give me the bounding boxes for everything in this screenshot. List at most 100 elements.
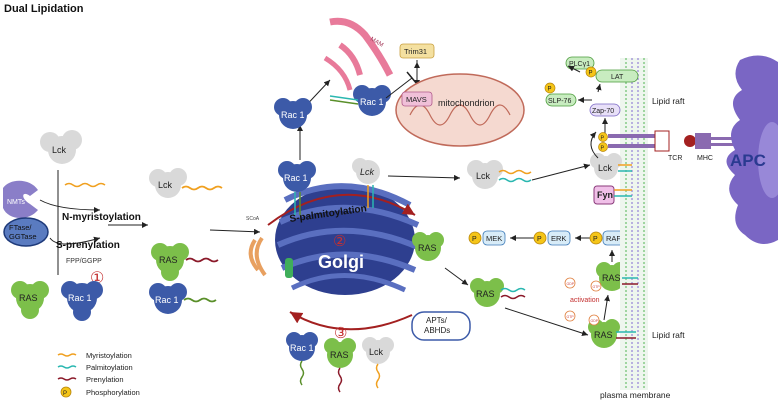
legend-prenylation: Prenylation <box>86 375 124 384</box>
lck-bottom: Lck <box>362 337 394 389</box>
rac1-prenylated: Rac 1 <box>149 283 217 314</box>
svg-text:GTP: GTP <box>567 315 575 319</box>
arrow-activation <box>603 294 611 321</box>
ras-bottom: RAS <box>324 338 356 393</box>
erk-box: P ERK <box>533 230 571 246</box>
golgi-label: Golgi <box>318 252 364 272</box>
rac1-top: Rac 1 <box>274 98 312 129</box>
myristoyl-chain-left <box>64 182 106 188</box>
svg-text:RAF: RAF <box>606 234 621 243</box>
svg-text:RAS: RAS <box>418 243 437 253</box>
legend-myristoylation: Myristoylation <box>86 351 132 360</box>
prenylation-arrow <box>49 236 101 245</box>
ras-palmitoylated: RAS <box>470 278 526 307</box>
svg-text:Lck: Lck <box>598 163 613 173</box>
rac1-golgi: Rac 1 <box>278 161 316 215</box>
rac1-bottom: Rac 1 <box>286 332 318 386</box>
svg-text:PLCγ1: PLCγ1 <box>569 61 590 68</box>
fyn-box: Fyn <box>593 185 632 205</box>
lck-golgi: Lck <box>352 158 380 208</box>
lck-myristoylated: Lck <box>149 168 223 198</box>
svg-text:NMTs: NMTs <box>7 199 25 206</box>
inhibition-bar <box>406 71 418 85</box>
nmt-enzyme: NMTs <box>3 180 38 219</box>
legend-palmitoylation: Palmitoylation <box>86 363 133 372</box>
svg-text:RAS: RAS <box>330 350 349 360</box>
lipid-raft-top-label: Lipid raft <box>652 96 685 106</box>
svg-text:Rac 1: Rac 1 <box>284 173 308 183</box>
arrow-to-golgi <box>209 228 261 235</box>
lipid-raft-bottom-label: Lipid raft <box>652 330 685 340</box>
zap70-box: Zap-70 <box>589 103 621 117</box>
svg-text:Lck: Lck <box>360 167 375 177</box>
svg-text:RAS: RAS <box>594 330 613 340</box>
svg-text:P: P <box>593 236 598 243</box>
svg-text:MAVS: MAVS <box>406 95 427 104</box>
arrow-lat-to-plc <box>567 65 581 73</box>
svg-text:Rac 1: Rac 1 <box>290 343 314 353</box>
ftase-label-1: FTase/ <box>9 223 32 232</box>
svg-text:Rac 1: Rac 1 <box>68 293 92 303</box>
scoa-label: SCoA <box>246 216 260 222</box>
svg-text:RAS: RAS <box>159 255 178 265</box>
ftase-label-2: GGTase <box>9 232 37 241</box>
svg-text:Trim31: Trim31 <box>404 47 427 56</box>
legend-prenylation-swatch <box>57 377 77 381</box>
mek-box: P MEK <box>468 230 506 246</box>
legend-palmitoylation-swatch <box>57 365 77 369</box>
gdp-gtp-icons: GDP GTP GTP GDP <box>564 277 602 326</box>
lck-blob-left: Lck <box>40 130 82 164</box>
mhc-molecule: MHC <box>684 133 741 162</box>
step2-marker: ② <box>333 233 346 250</box>
svg-text:SLP-76: SLP-76 <box>548 98 571 105</box>
svg-text:P: P <box>601 146 605 152</box>
pat-tubes <box>248 236 293 278</box>
arrow-lck-to-tcr <box>589 131 599 159</box>
arrow-ras-to-membrane <box>504 307 589 336</box>
svg-text:Rac 1: Rac 1 <box>281 110 305 120</box>
rac1-mam: Rac 1 <box>329 85 391 116</box>
svg-text:P: P <box>537 236 542 243</box>
svg-text:Lck: Lck <box>369 347 384 357</box>
raf-box: P RAF <box>589 230 626 246</box>
mam-er: MAM <box>323 17 394 91</box>
ras-golgi: RAS <box>412 232 444 261</box>
svg-text:Lck: Lck <box>52 145 67 155</box>
mitochondrion: mitochondrion <box>395 73 525 147</box>
svg-text:GTP: GTP <box>593 285 601 289</box>
svg-text:P: P <box>601 136 605 142</box>
lck-raft: Lck <box>590 153 632 180</box>
lat-box: P LAT <box>585 66 639 83</box>
step3-marker: ③ <box>334 325 347 342</box>
svg-text:P: P <box>63 391 67 397</box>
arrow-to-raft <box>531 163 591 181</box>
plasma-membrane-label: plasma membrane <box>600 390 671 400</box>
apts-abhds-box: APTs/ ABHDs <box>411 311 471 341</box>
svg-text:P: P <box>472 236 477 243</box>
activation-label: activation <box>570 297 600 304</box>
ras-prenylated: RAS <box>151 243 219 281</box>
apc-cell: APC <box>726 55 778 244</box>
slp76-box: P SLP-76 <box>544 82 577 107</box>
svg-text:LAT: LAT <box>611 74 624 81</box>
trim31-box: Trim31 <box>399 43 435 59</box>
apc-label: APC <box>730 151 766 170</box>
ftase-enzyme: FTase/ GGTase <box>3 217 49 247</box>
plasma-membrane <box>620 58 648 390</box>
lck-palmitoylated: Lck <box>467 160 532 189</box>
mavs-box: MAVS <box>401 91 433 107</box>
diagram-title: Dual Lipidation <box>4 3 84 15</box>
svg-text:GDP: GDP <box>567 282 575 286</box>
ras-membrane-gdp: RAS <box>588 319 620 348</box>
rac1-blob-left: Rac 1 <box>61 281 103 321</box>
svg-text:Fyn: Fyn <box>597 190 613 200</box>
tcr-receptor: TCR <box>608 130 682 162</box>
depalmitoylation-arc <box>289 311 413 331</box>
mitochondrion-label: mitochondrion <box>438 98 495 108</box>
legend: Myristoylation Palmitoylation Prenylatio… <box>57 351 140 398</box>
svg-text:ABHDs: ABHDs <box>424 326 450 335</box>
palmitoylation-arc <box>267 193 416 226</box>
phospho-tcr: P P <box>598 132 608 152</box>
n-myristoylation-label: N-myristoylation <box>62 212 141 223</box>
